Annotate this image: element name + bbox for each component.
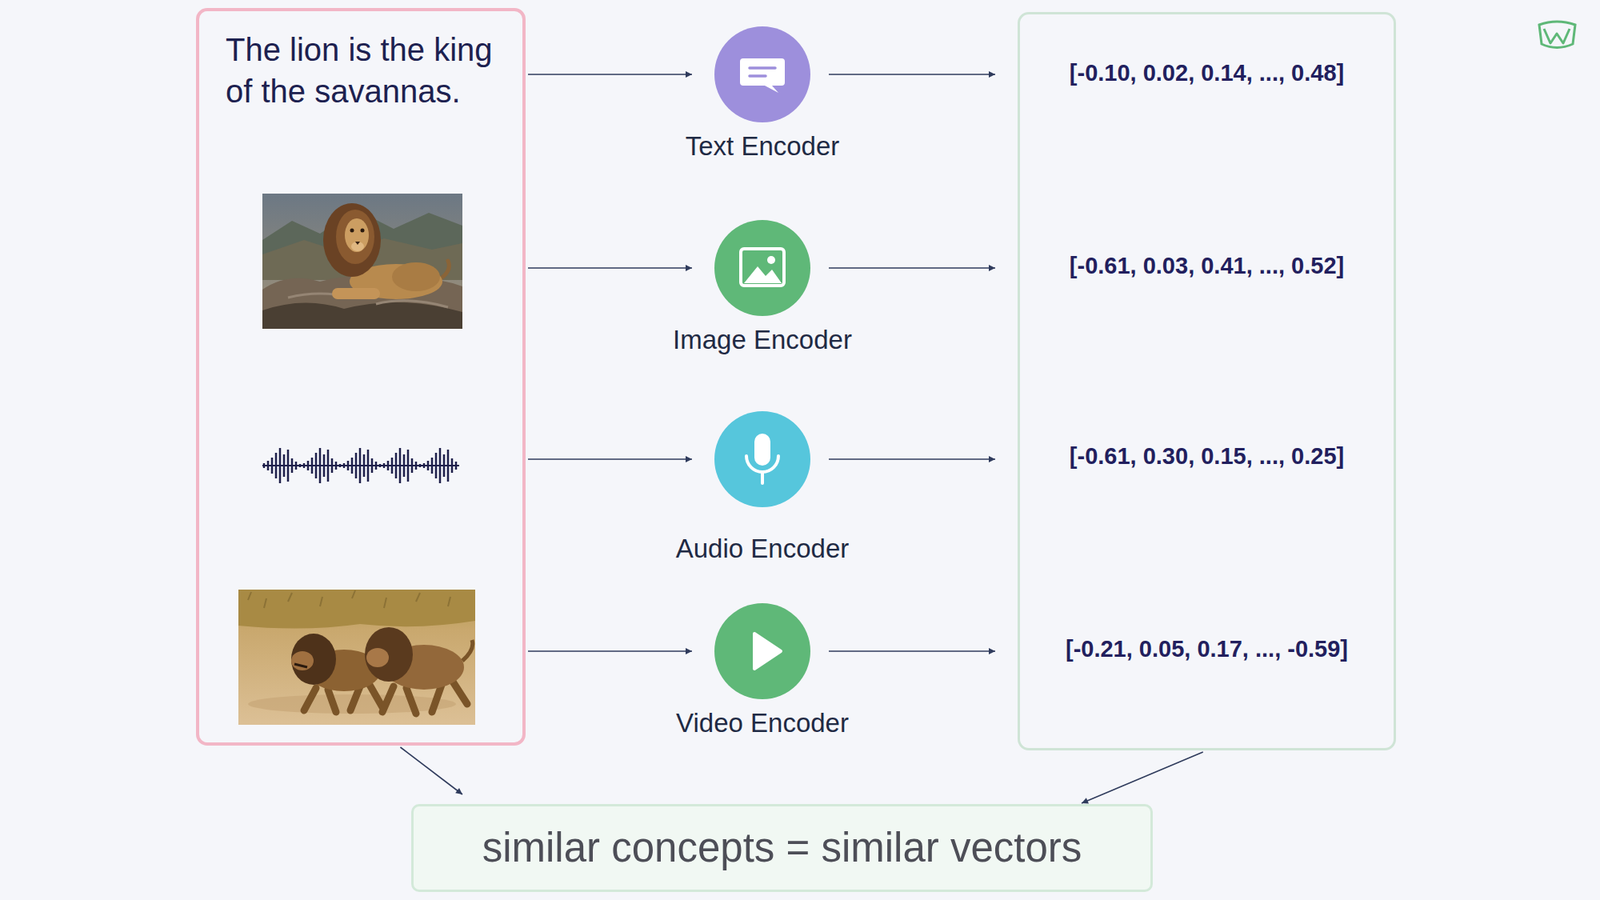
lion-photo [262,193,463,329]
encoder-icon-part [754,633,781,669]
encoder-label: Audio Encoder [672,532,853,565]
encoder-circle [714,220,811,316]
lion-photo-part [262,302,463,329]
running-lion-part [364,627,413,682]
lion-photo-part [262,193,463,329]
encoder-circle-fill [714,603,811,700]
encoder-icon-part [746,456,779,472]
vector-value: [-0.61, 0.03, 0.41, ..., 0.52] [1020,252,1394,280]
flow-arrow [828,650,996,652]
running-lion-part [462,640,473,661]
image-encoder: Image Encoder [668,220,856,356]
flow-arrow [828,267,996,269]
encoder-icon [754,633,781,669]
audio-waveform [262,448,460,484]
lion-video-part [238,589,476,629]
running-lion-part [294,664,308,668]
flow-arrow [828,73,996,76]
encoder-circle-fill [714,220,811,316]
encoder-icon [740,248,784,286]
encoder-icon-part [767,256,776,264]
video-encoder: Video Encoder [672,603,853,740]
encoder-icon-part [744,266,782,284]
encoder-icon-part [754,433,771,466]
logo-mark-part [1544,28,1570,44]
vector-value: [-0.61, 0.30, 0.15, ..., 0.25] [1020,442,1394,471]
conclusion-text: similar concepts = similar vectors [413,823,1151,872]
running-lion [364,627,473,714]
lion-photo-part [351,241,364,252]
lion-photo-part [355,241,360,245]
lion-photo-part [392,262,440,292]
input-text: The lion is the king of the savannas. [225,28,514,112]
running-lion-part [366,648,389,668]
flow-arrow [528,650,692,652]
encoder-icon-part [749,68,776,76]
audio-encoder: Audio Encoder [672,411,853,565]
encoder-circle [714,603,811,700]
running-lion-part [291,651,314,671]
lion-photo-part [344,218,369,252]
flow-arrow [528,458,692,460]
text-encoder: Text Encoder [681,26,844,163]
lion-photo-part [323,203,381,277]
flow-arrow [828,458,996,460]
input-panel: The lion is the king of the savannas. [196,8,526,746]
encoder-icon-part [740,58,785,93]
vector-value: [-0.10, 0.02, 0.14, ..., 0.48] [1020,59,1394,88]
vector-value: [-0.21, 0.05, 0.17, ..., -0.59] [1020,635,1394,664]
lion-photo-part [332,288,380,300]
encoder-label: Text Encoder [681,130,844,163]
audio-waveform-part [264,448,456,484]
encoder-circle [714,26,811,123]
lion-photo-part [336,209,375,264]
encoder-label: Image Encoder [668,324,856,356]
encoder-circle-fill [714,411,811,508]
embedding-panel: [-0.10, 0.02, 0.14, ..., 0.48] [-0.61, 0.… [1017,12,1396,751]
encoder-label: Video Encoder [672,707,853,740]
encoder-icon [740,58,785,93]
encoder-circle-fill [714,26,811,123]
logo-mark-part [1539,21,1576,48]
lion-video-part [248,590,451,608]
flow-arrow [400,747,463,795]
lion-photo-part [360,228,365,233]
running-lion-part [291,633,336,685]
conclusion-box: similar concepts = similar vectors [411,804,1153,892]
encoder-icon-part [760,472,764,484]
encoder-icon [746,433,779,484]
encoder-icon-part [740,248,784,286]
encoder-circle [714,411,811,508]
lion-video-part [238,589,476,725]
flow-arrow [1081,752,1204,804]
lion-video [238,589,476,725]
lion-photo-part [350,228,355,233]
logo-mark [1539,21,1576,48]
flow-arrow [528,267,692,269]
flow-arrow [528,73,692,76]
